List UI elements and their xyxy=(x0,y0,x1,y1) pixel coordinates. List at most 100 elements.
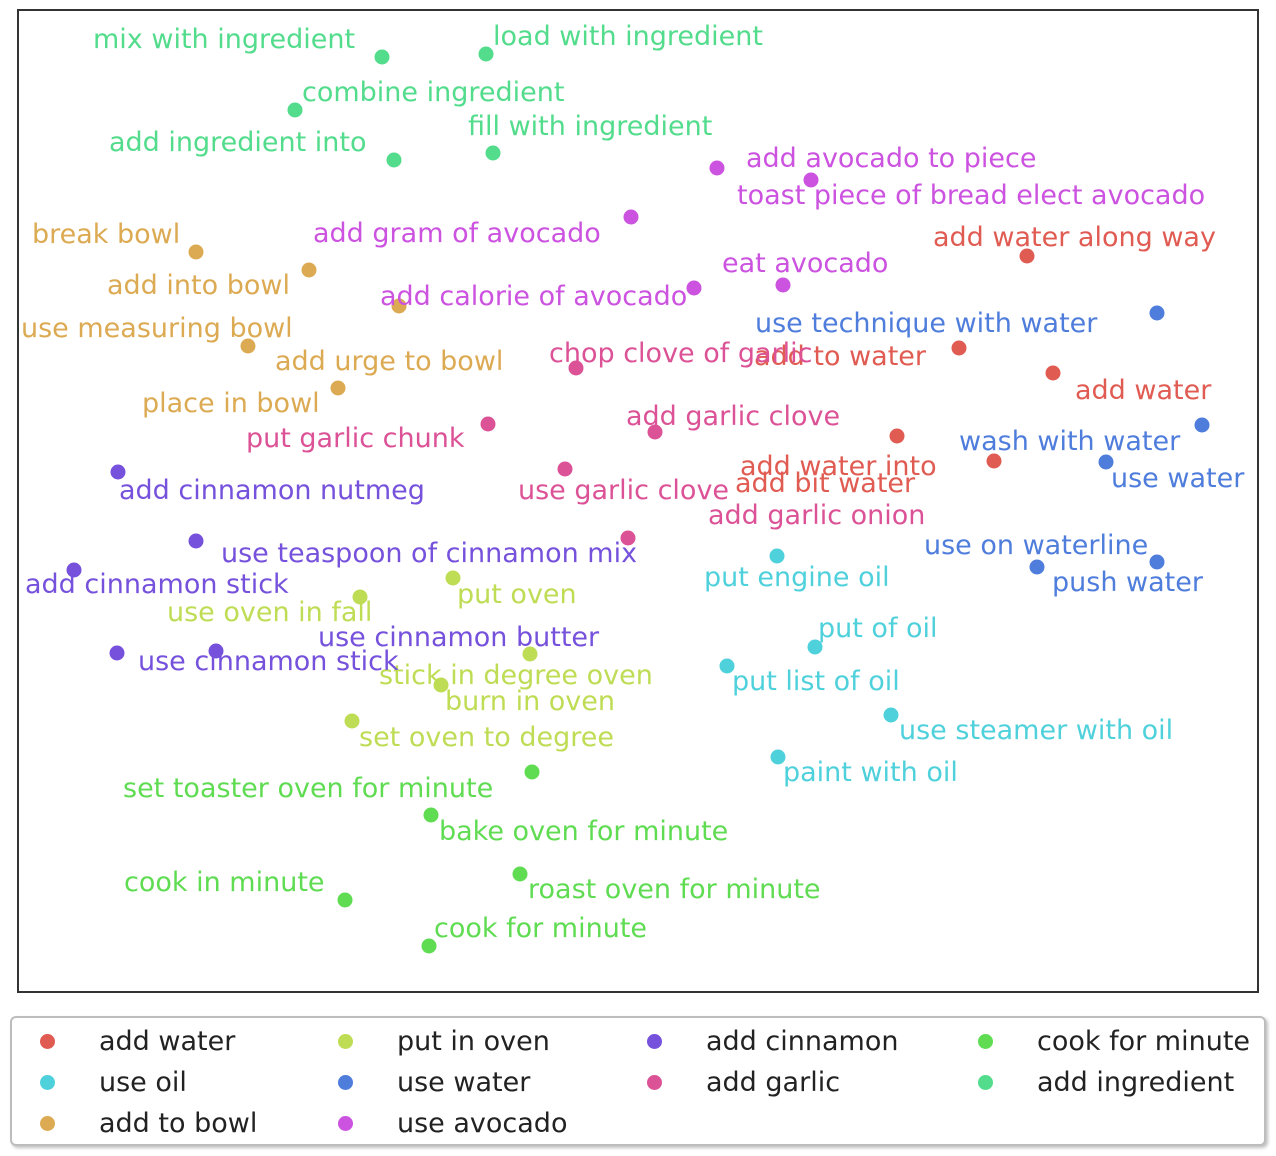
legend-label: use water xyxy=(397,1066,531,1098)
data-point xyxy=(188,244,204,260)
data-point-label: bake oven for minute xyxy=(439,816,728,847)
data-point xyxy=(769,548,785,564)
data-point xyxy=(986,453,1002,469)
data-point xyxy=(391,298,407,314)
series-add-ingredient: mix with ingredient load with ingredient c… xyxy=(93,21,763,168)
data-point-label: use technique with water xyxy=(755,308,1098,339)
data-point-label: mix with ingredient xyxy=(93,24,355,55)
data-point-label: break bowl xyxy=(32,219,180,250)
data-point-label: chop clove of garlic xyxy=(549,338,812,369)
data-point-label: toast piece of bread elect avocado xyxy=(737,180,1205,211)
data-point xyxy=(1019,248,1035,264)
series-add-to-bowl: break bowl add into bowl add urge to bowlu… xyxy=(21,219,503,419)
data-point-label: add urge to bowl xyxy=(275,346,503,377)
data-point-label: add cinnamon stick xyxy=(25,569,289,600)
data-point xyxy=(719,658,735,674)
data-point xyxy=(188,533,204,549)
legend-marker-icon xyxy=(338,1074,353,1090)
data-point xyxy=(557,461,573,477)
legend-marker-icon xyxy=(40,1033,55,1049)
data-point-label: add into bowl xyxy=(107,270,290,301)
data-point xyxy=(330,380,346,396)
data-point xyxy=(522,646,538,662)
data-point-label: use cinnamon butter xyxy=(318,622,600,653)
legend-item: add cinnamon xyxy=(647,1024,898,1058)
legend-marker-icon xyxy=(978,1074,993,1090)
data-point-label: use oven in fall xyxy=(167,597,372,628)
legend-label: add water xyxy=(99,1025,236,1057)
data-point-label: add water along way xyxy=(933,222,1216,253)
data-point xyxy=(66,562,82,578)
data-point-label: eat avocado xyxy=(722,248,888,279)
legend-marker-icon xyxy=(338,1115,353,1131)
data-point xyxy=(352,589,368,605)
series-cook-for-minute: set toaster oven for minute bake oven for… xyxy=(123,764,821,954)
data-point xyxy=(889,428,905,444)
data-point xyxy=(647,424,663,440)
data-point-label: put list of oil xyxy=(732,666,900,697)
data-point xyxy=(1029,559,1045,575)
data-point-label: use water xyxy=(1111,463,1245,494)
legend-label: use avocado xyxy=(397,1107,568,1139)
legend-item: use avocado xyxy=(338,1106,567,1140)
data-point xyxy=(386,152,402,168)
data-point-label: set toaster oven for minute xyxy=(123,773,493,804)
data-point xyxy=(512,866,528,882)
data-point xyxy=(421,938,437,954)
data-point xyxy=(1194,417,1210,433)
data-point-label: add water into xyxy=(740,451,937,482)
data-point-label: add to water xyxy=(754,341,927,372)
data-point-label: set oven to degree xyxy=(359,722,614,753)
data-point xyxy=(374,49,390,65)
data-point xyxy=(1045,365,1061,381)
data-point xyxy=(110,464,126,480)
legend-label: put in oven xyxy=(397,1025,550,1057)
data-point xyxy=(1098,454,1114,470)
data-point xyxy=(423,807,439,823)
legend-marker-icon xyxy=(40,1115,55,1131)
legend-item: add to bowl xyxy=(40,1106,257,1140)
data-point-label: combine ingredient xyxy=(302,77,564,108)
data-point xyxy=(344,713,360,729)
legend-label: cook for minute xyxy=(1037,1025,1251,1057)
legend-marker-icon xyxy=(40,1074,55,1090)
data-point-label: use cinnamon stick xyxy=(138,646,399,677)
legend-marker-icon xyxy=(647,1074,662,1090)
legend-label: add to bowl xyxy=(99,1107,258,1139)
data-point-label: use measuring bowl xyxy=(21,313,293,344)
legend-item: add ingredient xyxy=(978,1065,1234,1099)
data-point-label: use teaspoon of cinnamon mix xyxy=(221,538,637,569)
legend-label: use oil xyxy=(99,1066,187,1098)
data-point-label: put engine oil xyxy=(704,562,890,593)
data-point xyxy=(1149,305,1165,321)
data-point-label: add gram of avocado xyxy=(313,218,601,249)
legend-item: use oil xyxy=(40,1065,187,1099)
data-point xyxy=(951,340,967,356)
data-point-label: cook in minute xyxy=(124,867,325,898)
data-point-label: add avocado to piece xyxy=(746,143,1036,174)
series-use-avocado: add avocado to piece toast piece of bread… xyxy=(313,143,1205,312)
data-point-label: add calorie of avocado xyxy=(380,281,687,312)
data-point-label: add ingredient into xyxy=(109,127,367,158)
scatter-plot: add water along way add to water add water… xyxy=(17,9,1259,993)
data-point xyxy=(686,280,702,296)
data-point-label: add garlic onion xyxy=(708,500,925,531)
data-point-label: add water xyxy=(1075,375,1212,406)
legend-marker-icon xyxy=(338,1033,353,1049)
data-point-label: put oven xyxy=(457,579,577,610)
legend-marker-icon xyxy=(978,1033,993,1049)
data-point xyxy=(770,749,786,765)
data-point xyxy=(524,764,540,780)
data-point-label: cook for minute xyxy=(434,913,647,944)
data-point-label: place in bowl xyxy=(142,388,320,419)
data-point-label: add bit water xyxy=(735,468,916,499)
legend-marker-icon xyxy=(647,1033,662,1049)
data-point xyxy=(337,892,353,908)
data-point xyxy=(240,338,256,354)
legend-label: add ingredient xyxy=(1037,1066,1235,1098)
data-point-label: load with ingredient xyxy=(493,21,763,52)
